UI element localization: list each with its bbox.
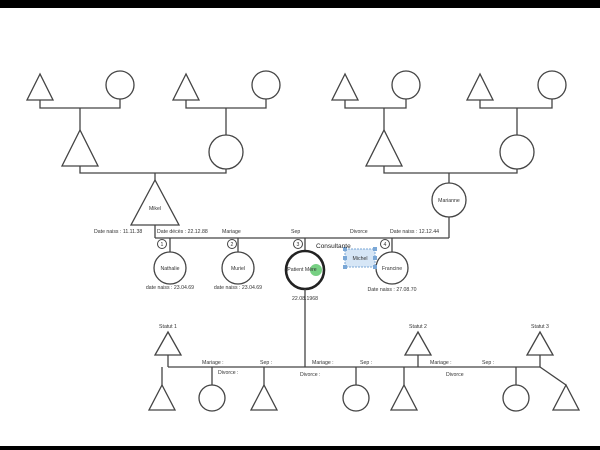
label-bottom-divorce-2: Divorce : xyxy=(300,372,320,378)
line-mgf-couple xyxy=(344,99,407,109)
line-paternal-grandparents xyxy=(79,166,227,174)
label-bottom-mariage-1: Mariage : xyxy=(202,360,224,366)
line-mgm-couple xyxy=(479,99,553,109)
number-1: 1 xyxy=(161,242,164,248)
label-consultant: Consultante xyxy=(316,243,351,250)
female-symbol-sibling-2[interactable] xyxy=(221,251,255,285)
male-symbol-child-3[interactable] xyxy=(249,383,279,411)
letterbox-bottom xyxy=(0,446,600,450)
male-symbol-child-5[interactable] xyxy=(389,383,419,411)
male-symbol-child-7[interactable] xyxy=(551,383,581,411)
female-symbol-child-2[interactable] xyxy=(198,384,226,412)
label-father-dates: Date naiss : 11.11.38 xyxy=(94,229,142,235)
label-bottom-divorce-1: Divorce : xyxy=(218,370,238,376)
label-father: Mikel xyxy=(149,206,161,212)
label-sibling-1-date: date naiss : 23.04.69 xyxy=(146,285,194,291)
label-selected-child[interactable]: Michel xyxy=(353,256,368,262)
label-spouse-2: Statut 2 xyxy=(409,324,427,330)
number-badge-4 xyxy=(380,239,390,249)
label-spouse-1: Statut 1 xyxy=(159,324,177,330)
label-bottom-sep-3: Sep : xyxy=(482,360,494,366)
label-mother-dates: Date naiss : 12.12.44 xyxy=(390,229,439,235)
selection-handle-bl[interactable] xyxy=(343,265,347,269)
label-sibling-2: Muriel xyxy=(231,266,245,272)
label-mariage-top: Mariage xyxy=(222,229,241,235)
label-mother: Marianne xyxy=(438,198,460,204)
selection-handle-tr[interactable] xyxy=(373,247,377,251)
label-bottom-mariage-2: Mariage : xyxy=(312,360,334,366)
label-bottom-sep-2: Sep : xyxy=(360,360,372,366)
number-2: 2 xyxy=(231,242,234,248)
number-badge-1 xyxy=(157,239,167,249)
label-bottom-mariage-3: Mariage : xyxy=(430,360,452,366)
diagram-canvas xyxy=(0,8,600,446)
number-badge-3 xyxy=(293,239,303,249)
selection-handle-ml[interactable] xyxy=(343,256,347,260)
label-bottom-divorce-3: Divorce xyxy=(446,372,464,378)
number-3: 3 xyxy=(297,242,300,248)
label-father-death: Date décès : 22.12.88 xyxy=(157,229,208,235)
male-symbol-child-1[interactable] xyxy=(147,383,177,411)
female-symbol-child-6[interactable] xyxy=(502,384,530,412)
label-spouse-3: Statut 3 xyxy=(531,324,549,330)
label-patient-date: 22.08.1968 xyxy=(292,296,318,302)
label-sibling-4-date: Date naiss : 27.08.70 xyxy=(367,287,416,293)
female-symbol-child-4[interactable] xyxy=(342,384,370,412)
highlight-marker xyxy=(310,264,322,276)
number-4: 4 xyxy=(384,242,387,248)
letterbox-top xyxy=(0,0,600,8)
label-sep-top: Sep xyxy=(291,229,300,235)
selection-handle-br[interactable] xyxy=(373,265,377,269)
label-bottom-sep-1: Sep : xyxy=(260,360,272,366)
label-patient: Patient Mère xyxy=(287,267,317,273)
label-sibling-4: Francine xyxy=(382,266,402,272)
label-divorce-top: Divorce xyxy=(350,229,368,235)
selection-handle-mr[interactable] xyxy=(373,256,377,260)
label-sibling-1: Nathalie xyxy=(160,266,179,272)
female-symbol-sibling-1[interactable] xyxy=(153,251,187,285)
line-child-7 xyxy=(539,366,567,386)
line-maternal-grandparents xyxy=(383,166,518,174)
number-badge-2 xyxy=(227,239,237,249)
label-sibling-2-date: date naiss : 23.04.69 xyxy=(214,285,262,291)
selection-handle-tl[interactable] xyxy=(343,247,347,251)
